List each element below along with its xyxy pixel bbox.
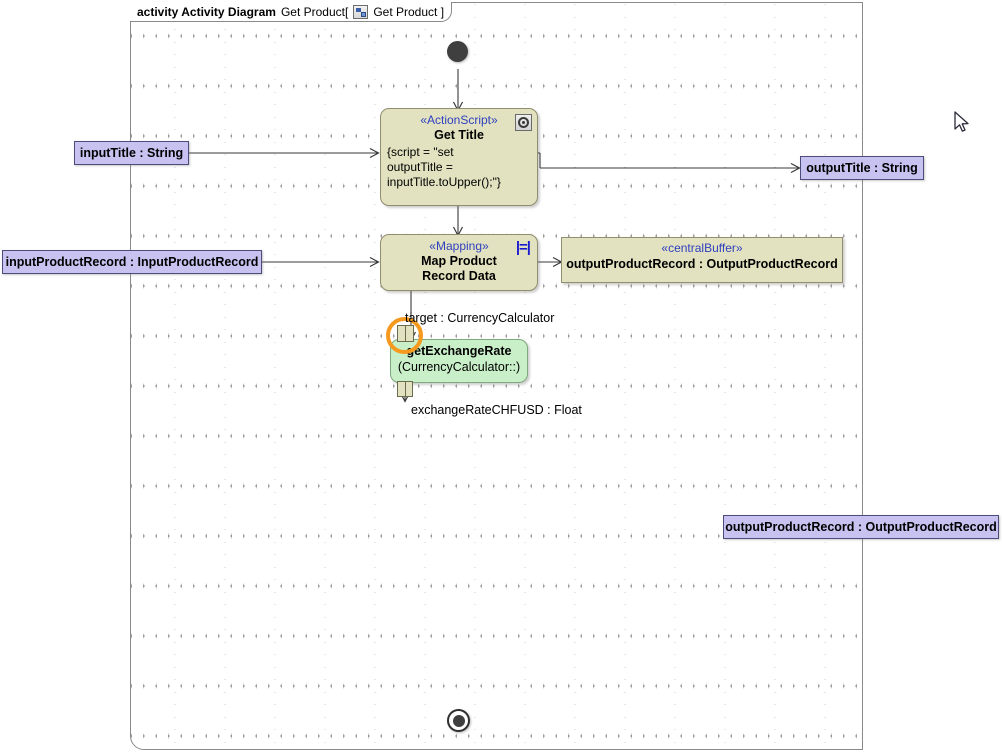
call-behavior-node-get-exchange-rate[interactable]: getExchangeRate (CurrencyCalculator::) — [390, 339, 528, 383]
output-pin-exchange-rate[interactable] — [397, 381, 413, 397]
activity-parameter-input-title[interactable]: inputTitle : String — [74, 141, 189, 165]
get-exchange-rate-name: getExchangeRate — [406, 344, 512, 358]
frame-name-prefix: Get Product[ — [280, 4, 349, 19]
mapping-badge-icon: |=| — [515, 239, 531, 256]
get-title-name: Get Title — [434, 128, 484, 142]
get-title-script-line-1: {script = "set — [387, 145, 454, 159]
input-pin-label: target : CurrencyCalculator — [405, 311, 555, 325]
output-product-record-label: outputProductRecord : OutputProductRecor… — [725, 520, 997, 534]
map-product-name-line-1: Map Product — [421, 254, 497, 268]
activity-parameter-output-product-record[interactable]: outputProductRecord : OutputProductRecor… — [723, 515, 999, 539]
input-product-record-label: inputProductRecord : InputProductRecord — [5, 255, 259, 269]
script-badge-icon — [515, 114, 532, 131]
action-node-get-title[interactable]: «ActionScript» Get Title {script = "set … — [380, 108, 538, 206]
central-buffer-name: outputProductRecord : OutputProductRecor… — [566, 257, 838, 271]
frame-header-label[interactable]: activity Activity Diagram Get Product[ G… — [130, 2, 453, 22]
mouse-pointer-icon — [954, 111, 969, 132]
get-title-script-line-2: outputTitle = — [387, 160, 453, 174]
frame-name-suffix: Get Product ] — [373, 4, 445, 19]
map-product-stereotype: «Mapping» — [429, 239, 489, 253]
initial-node[interactable] — [447, 41, 468, 62]
central-buffer-stereotype: «centralBuffer» — [661, 241, 743, 255]
activity-parameter-output-title[interactable]: outputTitle : String — [800, 156, 924, 180]
map-product-name-line-2: Record Data — [422, 269, 496, 283]
central-buffer-node[interactable]: «centralBuffer» outputProductRecord : Ou… — [561, 237, 843, 283]
input-title-label: inputTitle : String — [79, 146, 184, 160]
activity-diagram-icon — [353, 4, 369, 19]
output-pin-label: exchangeRateCHFUSD : Float — [411, 403, 582, 417]
output-title-label: outputTitle : String — [806, 161, 918, 175]
action-node-map-product-record-data[interactable]: «Mapping» Map Product Record Data |=| — [380, 234, 538, 291]
frame-keyword: activity Activity Diagram — [137, 4, 276, 19]
activity-final-node[interactable] — [447, 709, 470, 732]
activity-parameter-input-product-record[interactable]: inputProductRecord : InputProductRecord — [2, 250, 262, 274]
get-title-script-line-3: inputTitle.toUpper();"} — [387, 175, 501, 189]
get-title-stereotype: «ActionScript» — [420, 113, 498, 127]
selection-highlight-ring — [386, 317, 423, 354]
get-exchange-rate-qualifier: (CurrencyCalculator::) — [397, 360, 521, 374]
